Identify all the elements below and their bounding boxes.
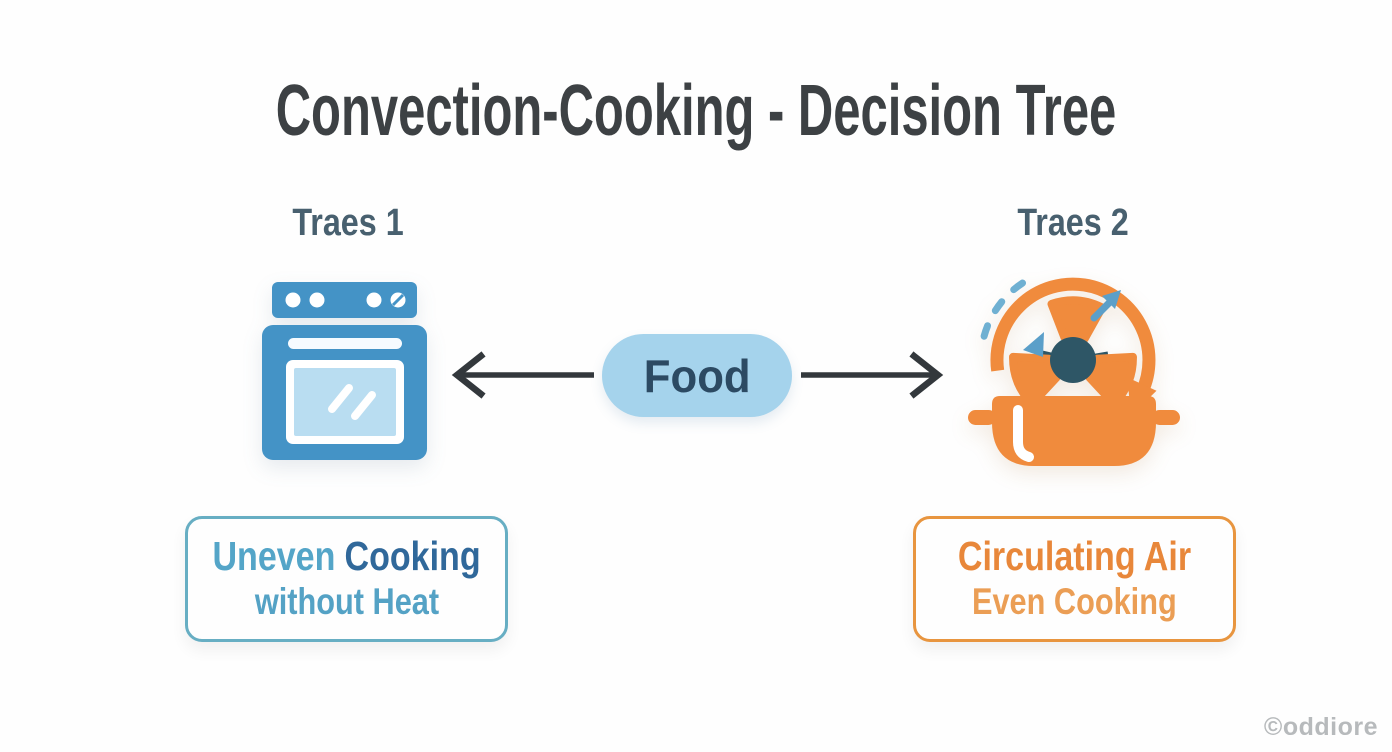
convection-fan-pot-icon-svg	[968, 273, 1180, 466]
blue-blade-highlight	[1023, 332, 1044, 357]
oven-icon	[262, 280, 427, 460]
left-arrow	[448, 349, 598, 401]
branch-label-traes-1: Traes 1	[292, 202, 404, 244]
circulating-air-text: Circulating Air	[957, 533, 1192, 580]
fan-hub	[1050, 337, 1096, 383]
even-cooking-text: Even Cooking	[972, 581, 1177, 623]
uneven-text: Uneven	[212, 533, 336, 580]
oven-icon-svg	[262, 282, 427, 460]
without-heat-text: without Heat	[254, 581, 439, 623]
cooking-text: Cooking	[344, 533, 481, 580]
convection-fan-pot-icon	[966, 270, 1182, 470]
right-arrow	[797, 349, 947, 401]
airflow-arrow	[1090, 290, 1121, 322]
watermark: ©oddiore	[1263, 713, 1378, 741]
dashed-motion-arc	[980, 273, 1038, 340]
food-node-label: Food	[643, 349, 751, 402]
left-arrow-svg	[451, 351, 594, 399]
right-arrow-svg	[801, 351, 944, 399]
branch-label-traes-2: Traes 2	[1017, 202, 1129, 244]
pot	[968, 396, 1180, 466]
food-node: Food	[602, 334, 792, 417]
circulation-arrow	[990, 277, 1156, 395]
result-box-circulating-air: Circulating Air Even Cooking	[913, 516, 1236, 642]
page-title: Convection-Cooking - Decision Tree	[275, 71, 1117, 151]
